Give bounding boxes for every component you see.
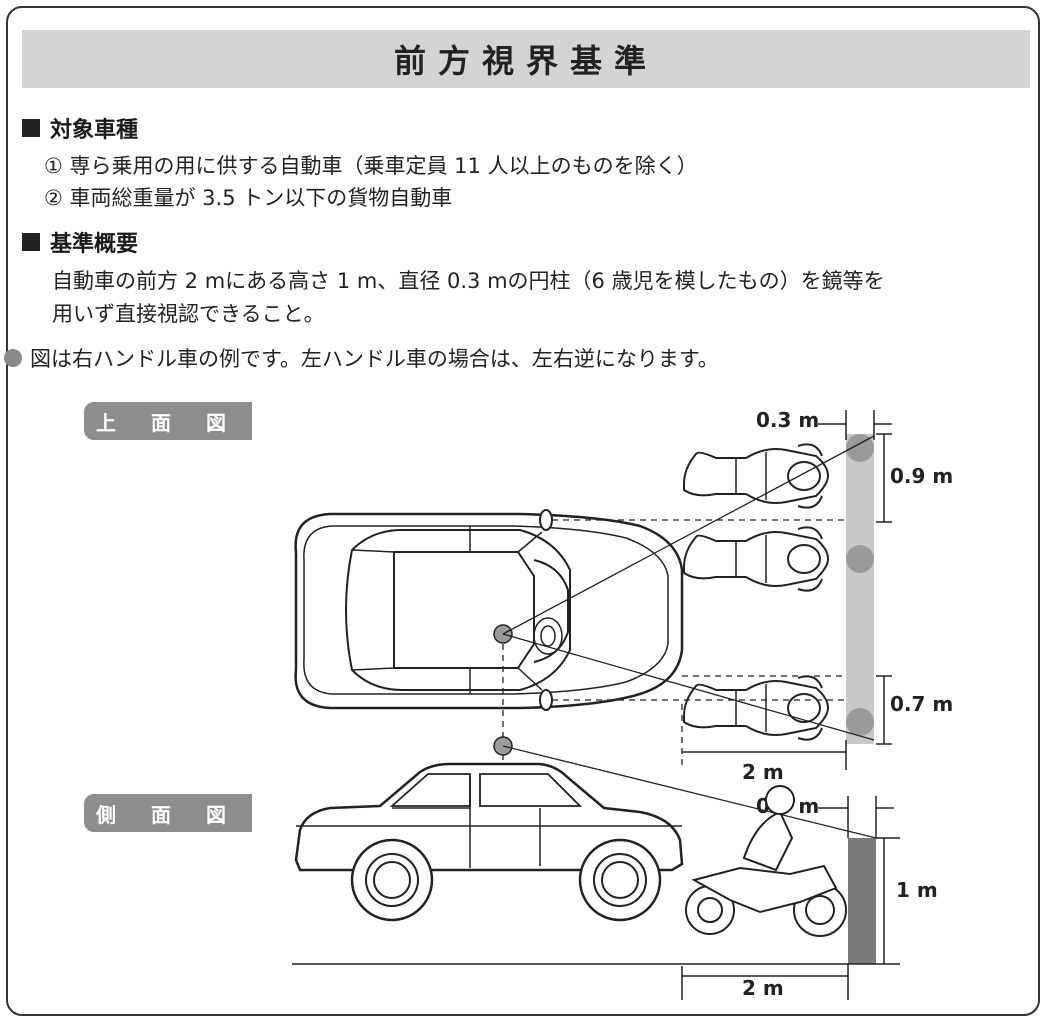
pole-top-3 (846, 708, 874, 736)
page-title: 前方視界基準 (22, 30, 1030, 88)
top-distance-label: 2 m (742, 760, 784, 784)
pole-top-2 (846, 545, 874, 573)
top-lower-spacing-label: 0.7 m (890, 692, 954, 716)
note: 図は右ハンドル車の例です。左ハンドル車の場合は、左右逆になります。 (4, 343, 719, 373)
rider-top-3 (683, 675, 829, 741)
summary-line-1: 自動車の前方 2 mにある高さ 1 m、直径 0.3 mの円柱（6 歳児を模した… (52, 269, 885, 293)
target-item-1: ① 専ら乗用の用に供する自動車（乗車定員 11 人以上のものを除く） (44, 154, 698, 178)
square-bullet-icon (22, 119, 40, 137)
side-height-label: 1 m (896, 878, 938, 902)
top-sight-lines (502, 435, 875, 741)
top-pole-diameter-label: 0.3 m (756, 408, 820, 432)
target-vehicles-heading-text: 対象車種 (50, 118, 139, 143)
target-item-2: ② 車両総重量が 3.5 トン以下の貨物自動車 (44, 186, 453, 210)
pole-top-1 (846, 434, 874, 462)
circle-bullet-icon (4, 349, 22, 367)
top-dashed-lines (502, 519, 846, 772)
top-view-label: 上 面 図 (84, 402, 252, 440)
rider-top-2 (683, 526, 829, 592)
note-text: 図は右ハンドル車の例です。左ハンドル車の場合は、左右逆になります。 (30, 347, 719, 371)
side-view-car (294, 736, 684, 922)
summary-heading-text: 基準概要 (50, 232, 139, 257)
side-dimension-lines (681, 796, 900, 1000)
target-vehicles-heading: 対象車種 (22, 112, 138, 144)
rider-top-1 (683, 443, 829, 509)
side-sight-line (502, 745, 877, 839)
side-view-label: 側 面 図 (84, 794, 252, 832)
side-distance-label: 2 m (742, 976, 784, 1000)
summary-heading: 基準概要 (22, 226, 138, 258)
top-pole-column (846, 434, 874, 744)
summary-line-2: 用いず直接視認できること。 (52, 302, 325, 326)
top-upper-spacing-label: 0.9 m (890, 464, 954, 488)
top-dimension-lines (682, 410, 892, 770)
side-pole (848, 838, 876, 964)
side-view-motorcycle (685, 785, 847, 937)
square-bullet-icon (22, 233, 40, 251)
top-view-car (294, 509, 684, 711)
